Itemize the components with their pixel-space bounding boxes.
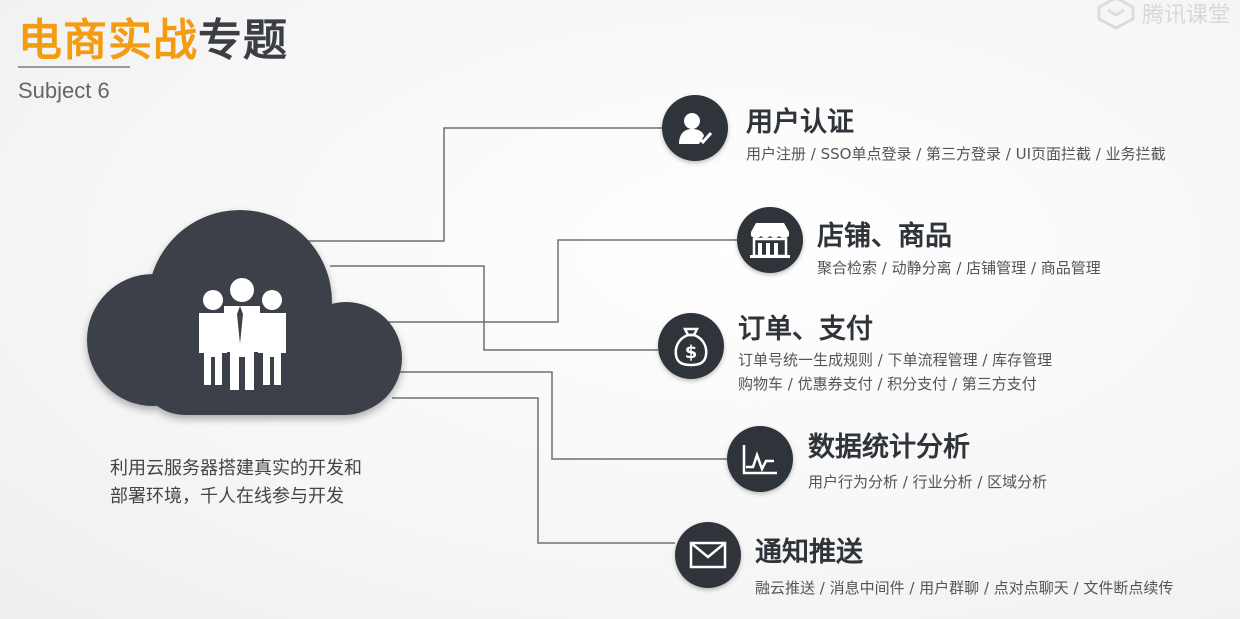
topic-store-desc: 聚合检索 / 动静分离 / 店铺管理 / 商品管理 (817, 259, 1101, 277)
connector-user-auth (305, 127, 662, 242)
subtitle: Subject 6 (18, 78, 110, 103)
topic-order-desc-line1: 订单号统一生成规则 / 下单流程管理 / 库存管理 (738, 351, 1053, 369)
envelope-icon (675, 522, 741, 588)
store-icon (737, 207, 803, 273)
watermark-text: 腾讯课堂 (1141, 3, 1230, 28)
topic-user-auth-desc: 用户注册 / SSO单点登录 / 第三方登录 / UI页面拦截 / 业务拦截 (746, 145, 1166, 163)
topic-order-title: 订单、支付 (738, 314, 873, 345)
cloud-caption-line1: 利用云服务器搭建真实的开发和 (110, 458, 362, 479)
title-divider (18, 66, 130, 68)
cloud-caption: 利用云服务器搭建真实的开发和 部署环境，千人在线参与开发 (110, 455, 410, 511)
topic-notify-title: 通知推送 (755, 537, 863, 568)
topic-user-auth-title: 用户认证 (746, 107, 854, 138)
people-group-icon (199, 278, 286, 390)
user-check-icon (662, 95, 728, 161)
cloud-graphic (87, 210, 402, 415)
svg-text:$: $ (685, 342, 698, 363)
page-title-accent: 电商实战 (18, 15, 198, 66)
topic-store-title: 店铺、商品 (817, 221, 952, 252)
connector-order (330, 265, 658, 351)
topic-notify-desc: 融云推送 / 消息中间件 / 用户群聊 / 点对点聊天 / 文件断点续传 (755, 579, 1174, 597)
connector-store (358, 239, 737, 323)
cloud-caption-line2: 部署环境，千人在线参与开发 (110, 486, 344, 507)
topic-stats-desc: 用户行为分析 / 行业分析 / 区域分析 (808, 473, 1048, 491)
connector-stats (398, 371, 727, 460)
tencent-classroom-logo-icon (1097, 0, 1135, 30)
watermark: 腾讯课堂 (1096, 0, 1230, 30)
connector-notify (392, 397, 675, 544)
page-title: 电商实战专题 (18, 4, 288, 68)
topic-order-desc-line2: 购物车 / 优惠券支付 / 积分支付 / 第三方支付 (738, 375, 1037, 393)
page-title-rest: 专题 (198, 15, 288, 66)
money-bag-icon: $ (658, 313, 724, 379)
line-chart-icon (727, 426, 793, 492)
topic-stats-title: 数据统计分析 (808, 432, 970, 463)
